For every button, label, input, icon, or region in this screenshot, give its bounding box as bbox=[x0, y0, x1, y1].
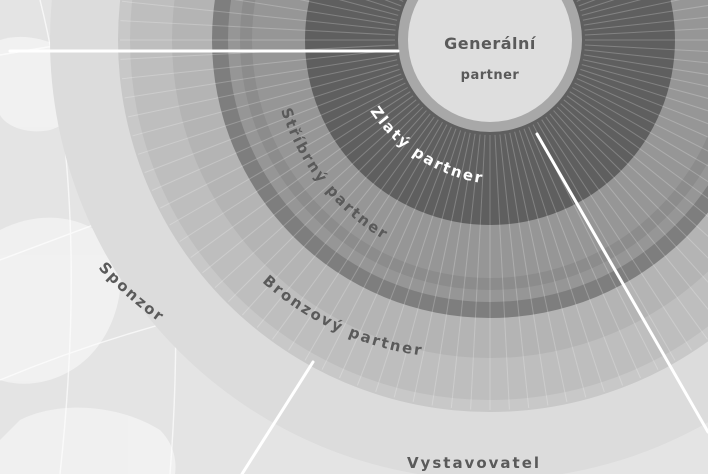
ray-line bbox=[338, 0, 399, 16]
ray-line bbox=[523, 128, 624, 386]
ray-line bbox=[202, 99, 417, 274]
ray-line bbox=[121, 0, 396, 31]
ray-line bbox=[556, 106, 708, 259]
ray-line bbox=[169, 87, 408, 226]
pointer-line-bottom bbox=[240, 360, 315, 474]
ray-line bbox=[572, 87, 708, 167]
ray-line bbox=[299, 0, 398, 21]
ray-line bbox=[574, 82, 708, 152]
ray-line bbox=[582, 0, 681, 21]
ray-line bbox=[541, 119, 692, 351]
pointer-line-right bbox=[535, 132, 708, 434]
ray-line bbox=[127, 59, 398, 118]
ray-line bbox=[214, 103, 420, 288]
ray-line bbox=[228, 106, 424, 302]
ray-line bbox=[560, 103, 708, 237]
ray-line bbox=[582, 59, 708, 87]
ray-line bbox=[499, 134, 530, 409]
general-partner-line2: partner bbox=[461, 68, 520, 83]
ray-line bbox=[549, 113, 708, 311]
world-map-decoration bbox=[0, 36, 176, 474]
ray-line bbox=[583, 54, 708, 76]
ray-line bbox=[450, 134, 481, 409]
ray-line bbox=[234, 0, 397, 26]
ray-line bbox=[553, 110, 708, 283]
ray-line bbox=[124, 54, 397, 99]
ray-line bbox=[144, 73, 402, 174]
ray-line bbox=[470, 134, 486, 410]
ray-line bbox=[132, 64, 399, 137]
ray-line bbox=[528, 126, 641, 379]
ray-line bbox=[537, 122, 676, 361]
ray-line bbox=[584, 28, 708, 36]
ray-line bbox=[288, 119, 439, 351]
ray-line bbox=[578, 73, 708, 125]
ray-line bbox=[509, 132, 568, 403]
ray-line bbox=[137, 68, 400, 155]
ray-line bbox=[584, 16, 708, 31]
ray-line bbox=[566, 95, 708, 200]
ray-line bbox=[563, 99, 708, 218]
ray-line bbox=[304, 122, 443, 361]
ray-line bbox=[256, 113, 431, 328]
ray-line bbox=[576, 78, 708, 138]
ray-line bbox=[121, 49, 396, 80]
ray-line bbox=[190, 95, 414, 258]
ray-line bbox=[120, 20, 396, 36]
ray-line bbox=[504, 133, 549, 406]
ray-line bbox=[272, 116, 435, 340]
ray-line bbox=[494, 134, 510, 410]
ray-line bbox=[356, 128, 457, 386]
ray-line bbox=[242, 110, 427, 316]
ray-line bbox=[584, 44, 708, 52]
ray-line bbox=[545, 116, 708, 340]
exhibitor-label: Vystavovatel bbox=[407, 454, 541, 472]
ray-line bbox=[514, 131, 587, 398]
ray-line bbox=[179, 91, 411, 242]
ray-line bbox=[339, 126, 452, 379]
ray-line bbox=[321, 124, 448, 370]
ray-line bbox=[581, 0, 642, 16]
center-general-partner bbox=[408, 0, 572, 122]
ray-line bbox=[518, 130, 605, 393]
ray-line bbox=[569, 91, 708, 183]
ray-line bbox=[583, 4, 708, 26]
ray-line bbox=[584, 49, 708, 64]
ray-line bbox=[393, 131, 466, 398]
radial-rays bbox=[120, 0, 708, 410]
ray-line bbox=[431, 133, 476, 406]
ray-line bbox=[580, 68, 708, 112]
ray-line bbox=[581, 64, 708, 99]
ray-line bbox=[151, 78, 404, 191]
ray-line bbox=[412, 132, 471, 403]
general-partner-line1: Generální bbox=[444, 34, 537, 53]
ray-line bbox=[375, 130, 462, 393]
pointer-lines bbox=[8, 49, 708, 474]
ray-line bbox=[160, 82, 406, 209]
